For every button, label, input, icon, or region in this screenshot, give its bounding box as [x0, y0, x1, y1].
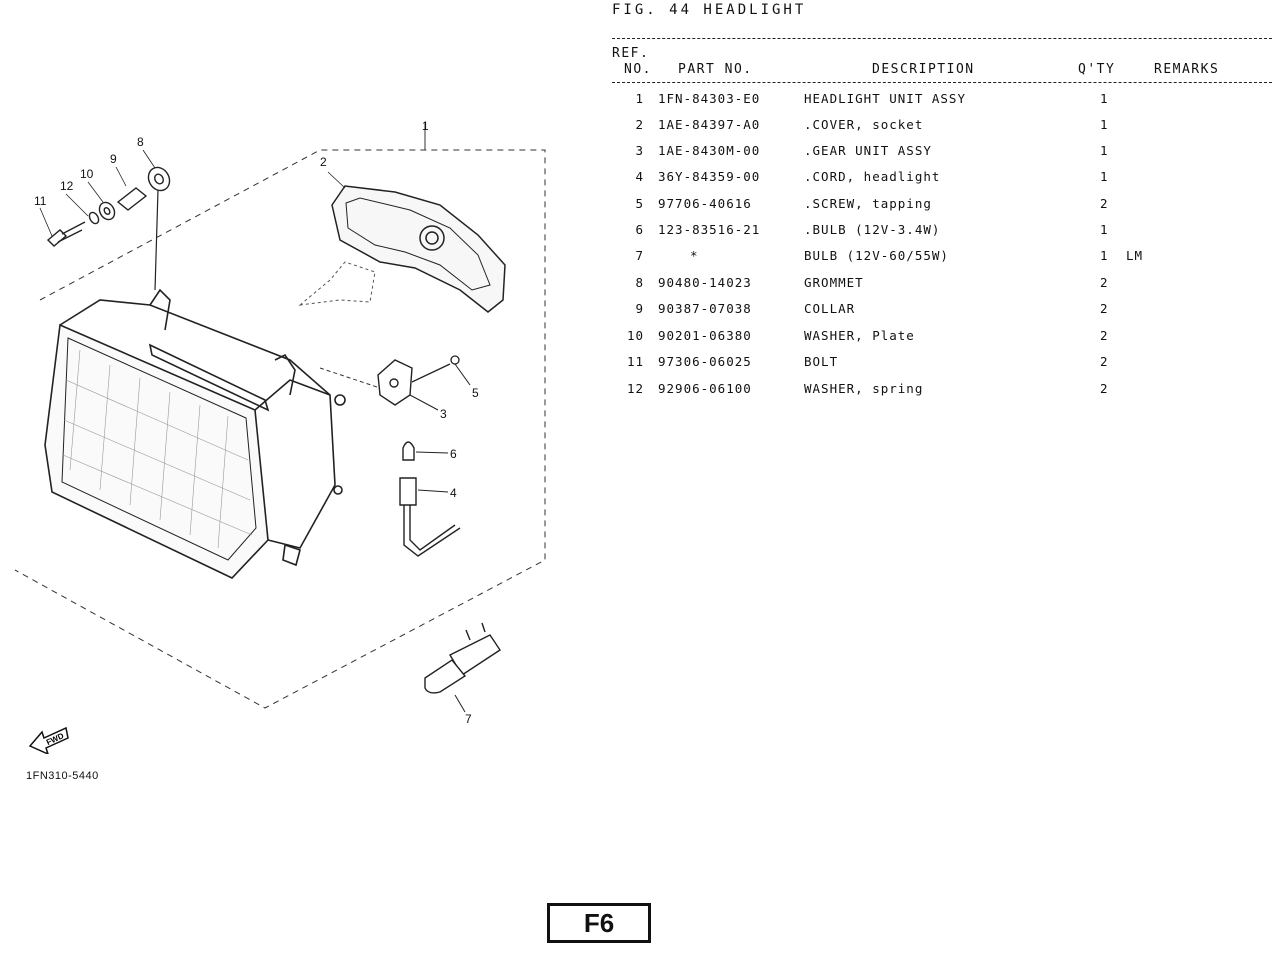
quantity: 1 [1100, 91, 1109, 106]
description: .BULB (12V-3.4W) [804, 222, 941, 237]
callout-labels: 1 2 3 4 5 6 7 8 9 10 11 12 [34, 119, 479, 726]
ref-no: 12 [626, 381, 644, 396]
small-bulb [402, 441, 415, 461]
table-row: 2 1AE-84397-A0 .COVER, socket 1 [612, 117, 1272, 143]
callout-12: 12 [60, 179, 74, 193]
description: BOLT [804, 354, 839, 369]
part-no: 90201-06380 [658, 328, 752, 343]
part-no: 90387-07038 [658, 301, 752, 316]
quantity: 1 [1100, 117, 1109, 132]
table-row: 1 1FN-84303-E0 HEADLIGHT UNIT ASSY 1 [612, 91, 1272, 117]
ref-no: 8 [635, 275, 644, 290]
ref-no: 4 [635, 169, 644, 184]
part-no: 90480-14023 [658, 275, 752, 290]
table-row: 3 1AE-8430M-00 .GEAR UNIT ASSY 1 [612, 143, 1272, 169]
callout-8: 8 [137, 135, 144, 149]
table-row: 7 * BULB (12V-60/55W) 1 LM [612, 248, 1272, 274]
headlight-cord [399, 477, 461, 557]
callout-2: 2 [320, 155, 327, 169]
quantity: 2 [1100, 301, 1109, 316]
part-no: 1AE-8430M-00 [658, 143, 761, 158]
ref-no: 6 [635, 222, 644, 237]
part-no: 97706-40616 [658, 196, 752, 211]
exploded-parts-diagram: 1 2 3 4 5 6 7 8 9 10 11 12 [14, 119, 546, 726]
callout-1: 1 [422, 119, 429, 133]
description: HEADLIGHT UNIT ASSY [804, 91, 966, 106]
description: .SCREW, tapping [804, 196, 932, 211]
description: .CORD, headlight [804, 169, 941, 184]
part-no: 92906-06100 [658, 381, 752, 396]
figure-title: FIG. 44 HEADLIGHT [612, 2, 807, 18]
description: WASHER, Plate [804, 328, 915, 343]
callout-11: 11 [34, 194, 47, 208]
part-no: 123-83516-21 [658, 222, 761, 237]
socket-cover [331, 185, 506, 313]
description: .GEAR UNIT ASSY [804, 143, 932, 158]
quantity: 1 [1100, 248, 1109, 263]
page-label: F6 [547, 903, 651, 943]
diagram-reference-code: 1FN310-5440 [26, 770, 99, 782]
ref-no: 3 [635, 143, 644, 158]
table-row: 9 90387-07038 COLLAR 2 [612, 301, 1272, 327]
col-header-ref-line1: REF. [612, 46, 650, 61]
description: COLLAR [804, 301, 856, 316]
header-rule-top [612, 38, 1272, 39]
fwd-label: FWD [45, 731, 66, 747]
ref-no: 7 [635, 248, 644, 263]
ref-no: 11 [626, 354, 644, 369]
quantity: 1 [1100, 169, 1109, 184]
callout-6: 6 [450, 447, 457, 461]
quantity: 1 [1100, 143, 1109, 158]
quantity: 2 [1100, 328, 1109, 343]
table-row: 11 97306-06025 BOLT 2 [612, 354, 1272, 380]
part-no: 97306-06025 [658, 354, 752, 369]
callout-5: 5 [472, 386, 479, 400]
main-bulb [424, 622, 501, 694]
col-header-remarks: REMARKS [1154, 62, 1220, 77]
quantity: 2 [1100, 354, 1109, 369]
col-header-ref-line2: NO. [624, 62, 652, 77]
headlight-unit [44, 288, 346, 579]
part-no: 1AE-84397-A0 [658, 117, 761, 132]
callout-9: 9 [110, 152, 117, 166]
quantity: 2 [1100, 381, 1109, 396]
remarks: LM [1126, 248, 1144, 263]
callout-10: 10 [80, 167, 94, 181]
quantity: 2 [1100, 275, 1109, 290]
description: WASHER, spring [804, 381, 924, 396]
table-row: 12 92906-06100 WASHER, spring 2 [612, 381, 1272, 407]
forward-arrow-icon: FWD [28, 726, 69, 754]
tapping-screw [411, 355, 460, 383]
col-header-description: DESCRIPTION [872, 62, 975, 77]
callout-3: 3 [440, 407, 447, 421]
table-row: 6 123-83516-21 .BULB (12V-3.4W) 1 [612, 222, 1272, 248]
part-no: * [690, 248, 699, 263]
quantity: 2 [1100, 196, 1109, 211]
description: .COVER, socket [804, 117, 924, 132]
table-row: 4 36Y-84359-00 .CORD, headlight 1 [612, 169, 1272, 195]
col-header-part-no: PART NO. [678, 62, 753, 77]
assembly-outline [14, 149, 546, 709]
gear-unit [377, 359, 413, 406]
table-row: 5 97706-40616 .SCREW, tapping 2 [612, 196, 1272, 222]
header-rule-bottom [612, 82, 1272, 83]
mounting-hardware [46, 166, 171, 247]
part-no: 1FN-84303-E0 [658, 91, 761, 106]
description: GROMMET [804, 275, 864, 290]
ref-no: 10 [626, 328, 644, 343]
quantity: 1 [1100, 222, 1109, 237]
ref-no: 2 [635, 117, 644, 132]
ref-no: 1 [635, 91, 644, 106]
inner-bulb-ghost [298, 261, 376, 306]
callout-7: 7 [465, 712, 472, 726]
table-row: 8 90480-14023 GROMMET 2 [612, 275, 1272, 301]
col-header-qty: Q'TY [1078, 62, 1116, 77]
table-row: 10 90201-06380 WASHER, Plate 2 [612, 328, 1272, 354]
ref-no: 5 [635, 196, 644, 211]
part-no: 36Y-84359-00 [658, 169, 761, 184]
ref-no: 9 [635, 301, 644, 316]
callout-4: 4 [450, 486, 457, 500]
description: BULB (12V-60/55W) [804, 248, 949, 263]
